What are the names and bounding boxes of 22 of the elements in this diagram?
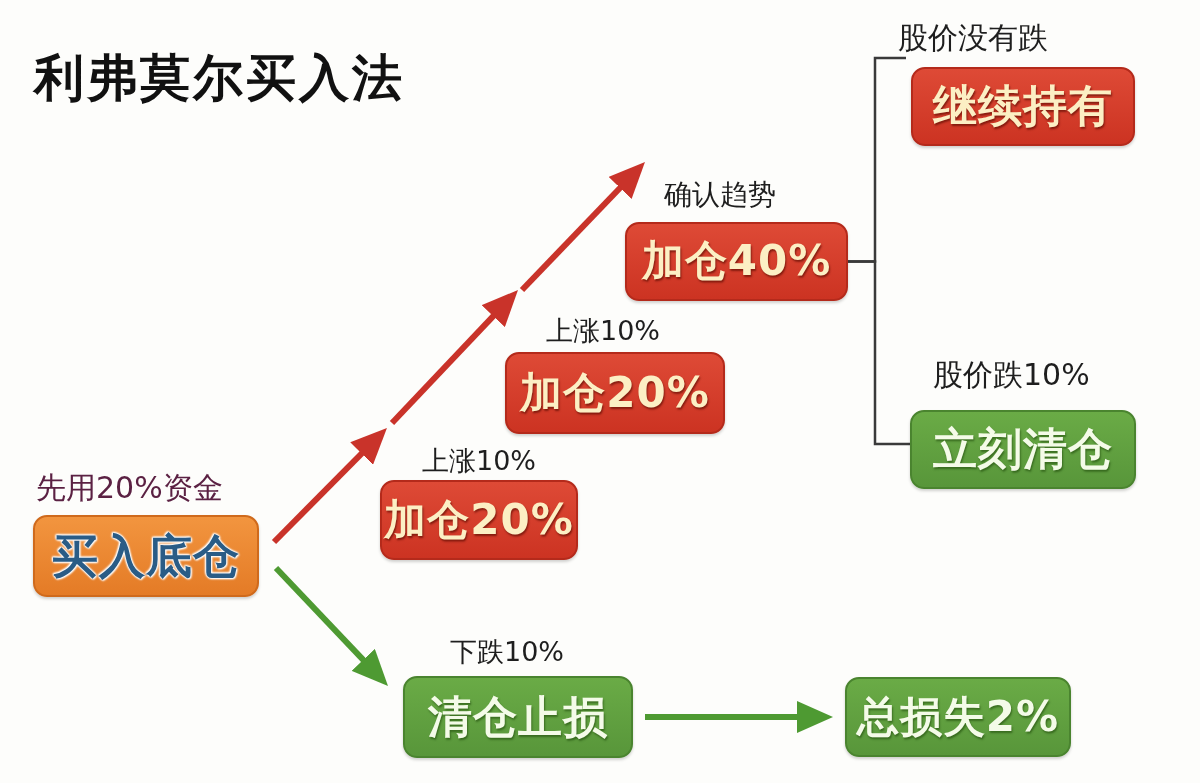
step-box: 加仓40% [625,222,848,301]
arrow [389,290,518,426]
connector-line [848,260,910,446]
arrow [271,428,387,545]
step-box: 清仓止损 [403,676,633,758]
arrow [645,701,833,733]
step-caption: 股价没有跌 [898,20,1048,56]
step-box: 继续持有 [911,67,1135,146]
step-caption: 先用20%资金 [36,470,223,506]
step-box: 立刻清仓 [910,410,1136,489]
step-caption: 股价跌10% [933,357,1090,393]
step-box: 加仓20% [505,352,725,434]
step-box: 买入底仓 [33,515,259,597]
step-caption: 上涨10% [546,315,660,348]
arrow [519,161,645,293]
step-caption: 上涨10% [422,445,536,478]
diagram-title: 利弗莫尔买入法 [34,50,405,108]
arrow [273,565,388,686]
step-box: 总损失2% [845,677,1071,757]
step-caption: 确认趋势 [664,178,776,212]
step-caption: 下跌10% [450,636,564,669]
step-box: 加仓20% [380,480,578,560]
